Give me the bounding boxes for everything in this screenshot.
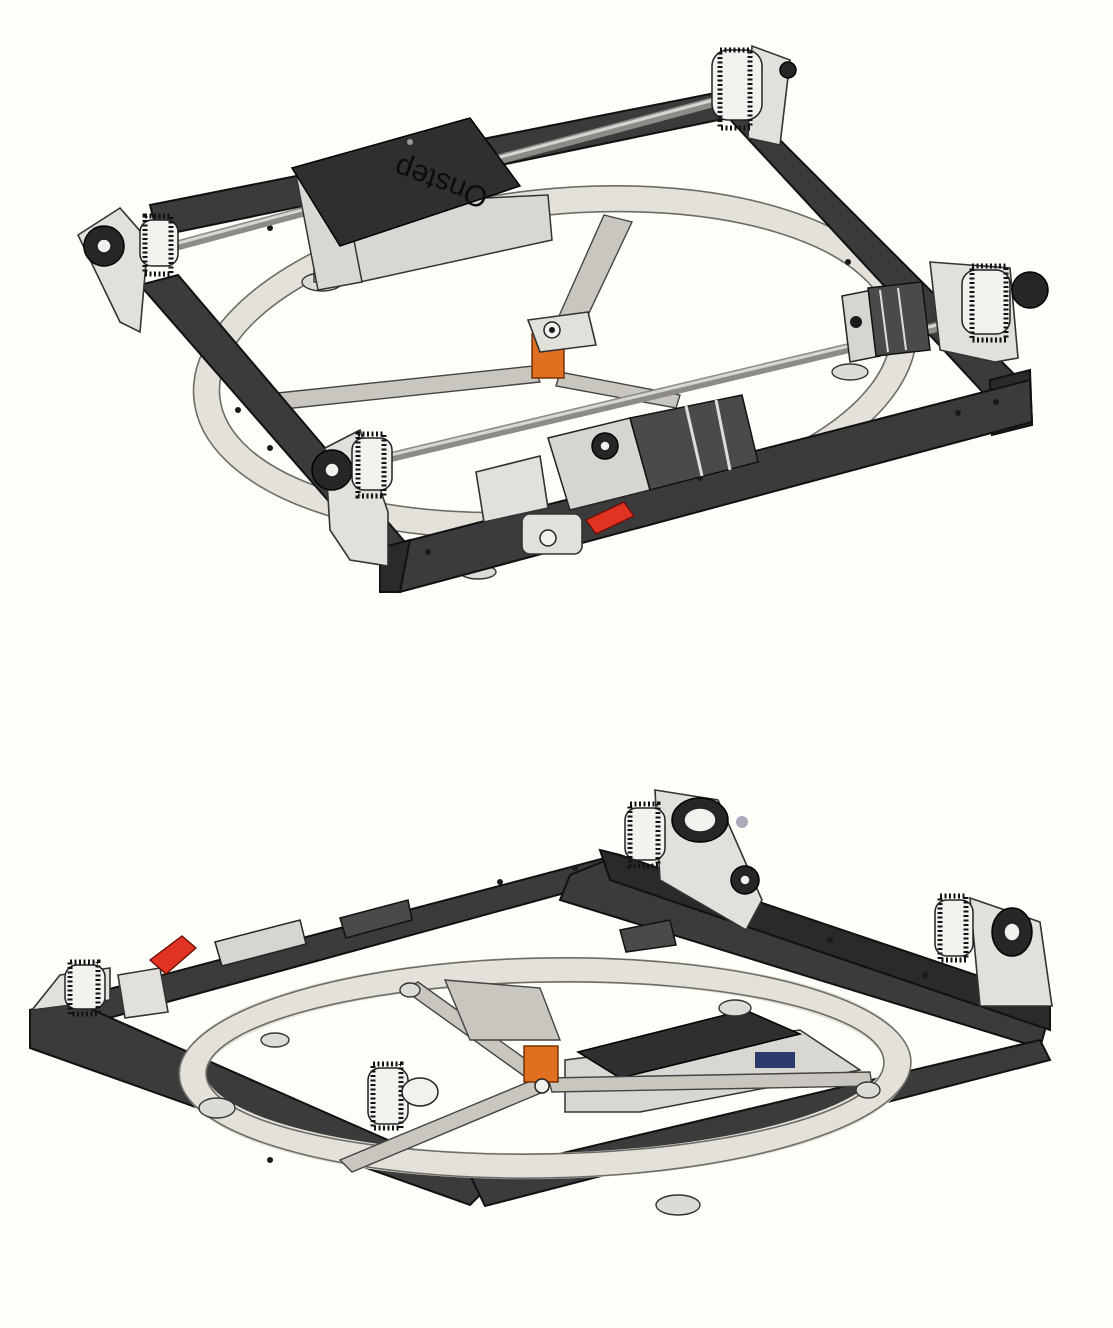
toggle-clamp bbox=[475, 455, 636, 555]
spokes bbox=[266, 214, 681, 411]
controller-box: Onstep bbox=[290, 117, 553, 291]
corner-bracket-right bbox=[929, 261, 1049, 363]
rotation-ring-bottom bbox=[178, 956, 912, 1180]
stepper-motor-front bbox=[547, 394, 759, 511]
corner-bracket-right-bottom bbox=[934, 893, 1053, 1007]
corner-bracket-front bbox=[311, 428, 393, 567]
corner-bracket-left-bottom bbox=[30, 959, 111, 1017]
front-pulley-bottom bbox=[367, 1061, 439, 1131]
frame-holes bbox=[235, 225, 999, 555]
center-hub-bottom bbox=[523, 1045, 559, 1094]
corner-bracket-left bbox=[76, 206, 179, 334]
stepper-motors-bottom bbox=[214, 899, 677, 967]
top-view-assembly: Onstep bbox=[76, 44, 1049, 594]
corner-bracket-back-right bbox=[711, 44, 797, 146]
spokes-bottom bbox=[338, 979, 873, 1173]
support-feet-bottom bbox=[198, 982, 881, 1216]
toggle-clamp-bottom bbox=[117, 935, 198, 1019]
center-hub bbox=[526, 311, 597, 379]
controller-box-bottom bbox=[564, 1009, 862, 1113]
corner-bracket-back-bottom bbox=[624, 789, 763, 932]
stepper-motor-right bbox=[841, 281, 931, 363]
bottom-view-assembly bbox=[28, 789, 1053, 1216]
